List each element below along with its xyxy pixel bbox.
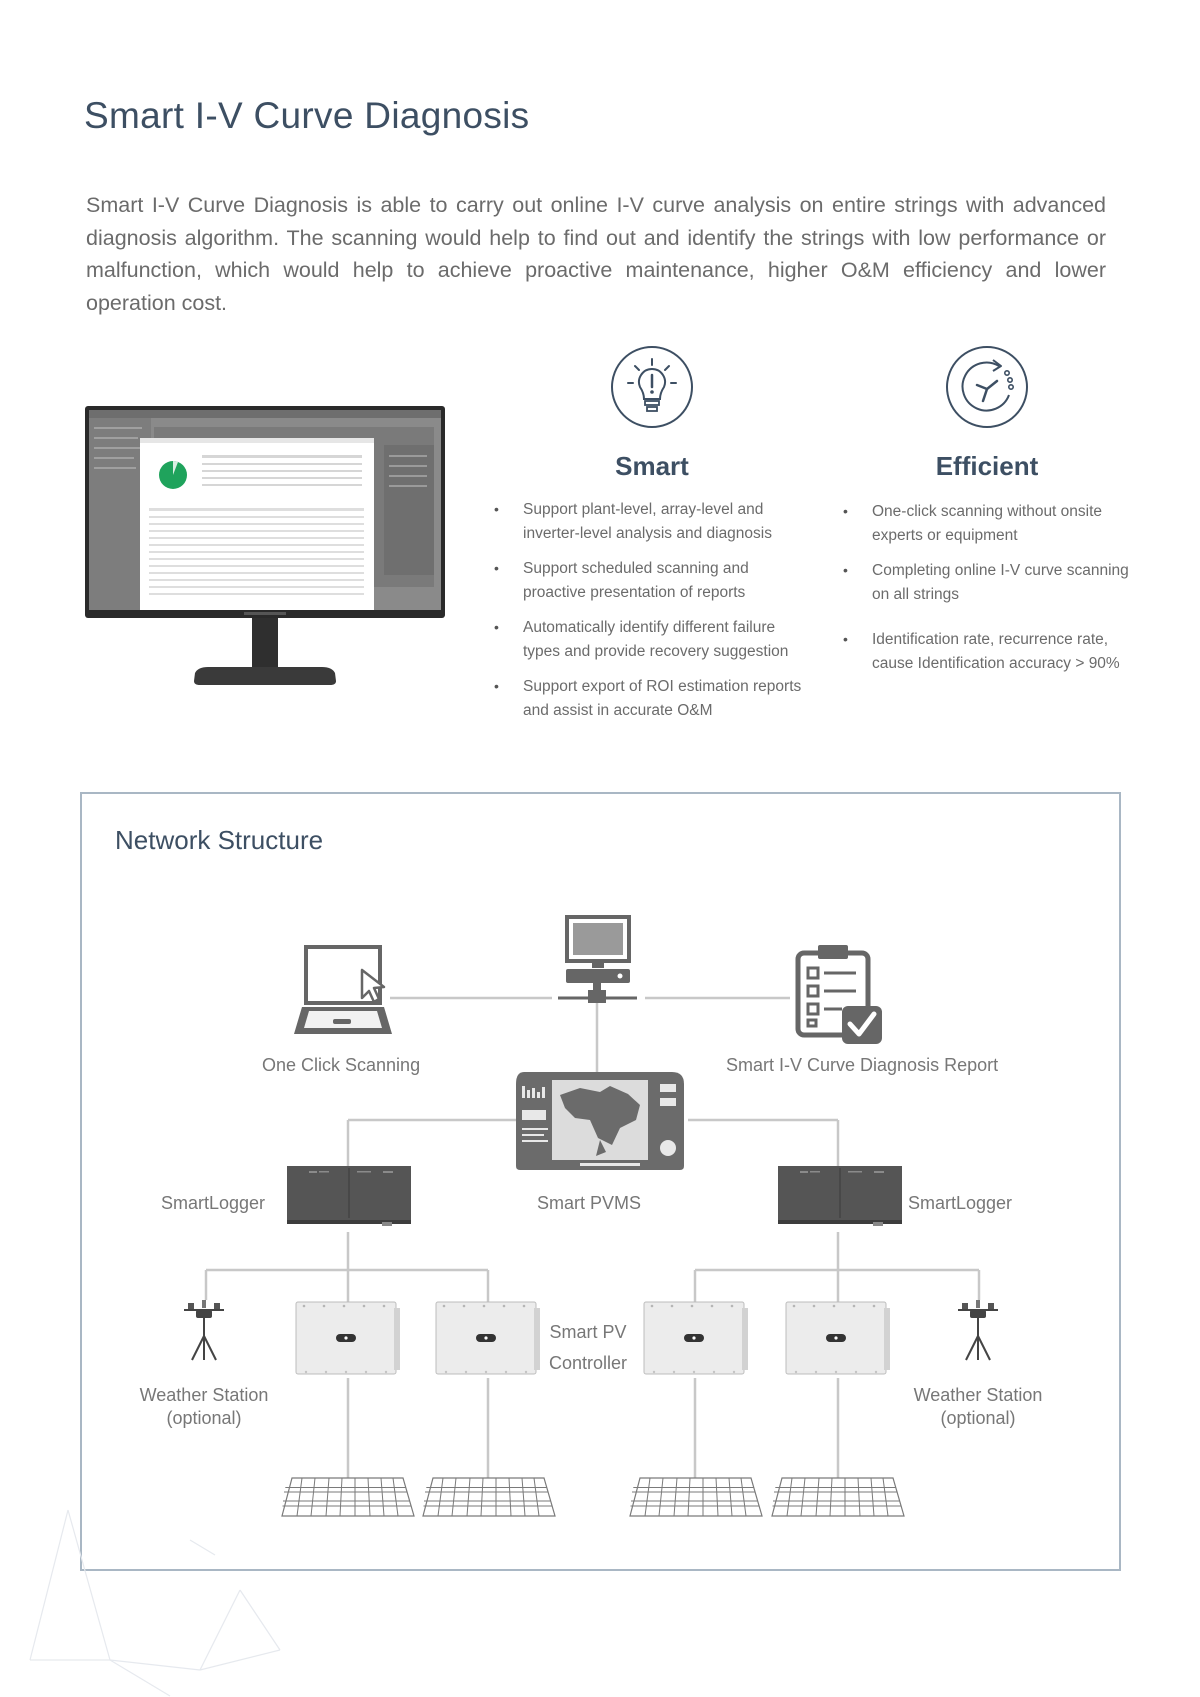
page-title: Smart I-V Curve Diagnosis bbox=[84, 95, 530, 136]
monitor-screenshot-illustration bbox=[85, 406, 445, 685]
label-diagnosis-report: Smart I-V Curve Diagnosis Report bbox=[726, 1055, 999, 1075]
label-smart-pv-controller: Smart PV Controller bbox=[540, 1322, 636, 1374]
efficient-feature-title: Efficient bbox=[935, 451, 1039, 481]
pvms-dashboard-icon bbox=[516, 1072, 684, 1170]
solar-panel-icon bbox=[629, 1477, 763, 1517]
label-line: (optional) bbox=[166, 1408, 242, 1428]
label-line: Weather Station bbox=[913, 1385, 1043, 1405]
lightbulb-exclamation-icon bbox=[611, 346, 693, 428]
inverter-icon bbox=[295, 1301, 401, 1375]
smartlogger-right-icon bbox=[777, 1165, 903, 1227]
smartlogger-left-icon bbox=[286, 1165, 412, 1227]
label-weather-station-right: Weather Station (optional) bbox=[898, 1384, 1058, 1430]
solar-panel-icon bbox=[281, 1477, 415, 1517]
label-line: (optional) bbox=[940, 1408, 1016, 1428]
stopwatch-refresh-icon bbox=[946, 346, 1028, 428]
label-line: Controller bbox=[548, 1353, 628, 1373]
label-line: Smart PV bbox=[549, 1322, 627, 1342]
label-smartlogger-left: SmartLogger bbox=[161, 1193, 266, 1213]
list-item: One-click scanning without onsite expert… bbox=[843, 500, 1133, 547]
list-item: Automatically identify different failure… bbox=[494, 616, 814, 663]
label-one-click-scanning: One Click Scanning bbox=[262, 1055, 421, 1075]
solar-panel-icon bbox=[771, 1477, 905, 1517]
list-item: Support export of ROI estimation reports… bbox=[494, 675, 814, 722]
list-item: Support scheduled scanning and proactive… bbox=[494, 557, 814, 604]
label-smartlogger-right: SmartLogger bbox=[908, 1193, 1013, 1213]
weather-station-icon bbox=[957, 1299, 999, 1361]
smart-feature-title: Smart bbox=[615, 451, 689, 481]
intro-paragraph: Smart I-V Curve Diagnosis is able to car… bbox=[86, 193, 1106, 315]
network-structure-title: Network Structure bbox=[115, 825, 324, 855]
desktop-computer-icon bbox=[558, 915, 637, 1003]
network-structure-frame bbox=[80, 792, 1121, 1571]
efficient-feature-list: One-click scanning without onsite expert… bbox=[843, 500, 1133, 675]
label-smart-pvms: Smart PVMS bbox=[537, 1193, 642, 1213]
list-item: Support plant-level, array-level and inv… bbox=[494, 498, 814, 545]
list-item: Completing online I-V curve scanning on … bbox=[843, 559, 1133, 606]
weather-station-icon bbox=[183, 1299, 225, 1361]
decorative-lines bbox=[29, 1509, 281, 1697]
label-line: Weather Station bbox=[139, 1385, 269, 1405]
laptop-icon bbox=[294, 945, 392, 1034]
checklist-report-icon bbox=[795, 945, 882, 1044]
list-item: Identification rate, recurrence rate, ca… bbox=[843, 628, 1133, 675]
solar-panel-icon bbox=[422, 1477, 556, 1517]
inverter-icon bbox=[435, 1301, 541, 1375]
inverter-icon bbox=[785, 1301, 891, 1375]
smart-feature-list: Support plant-level, array-level and inv… bbox=[494, 498, 814, 722]
inverter-icon bbox=[643, 1301, 749, 1375]
label-weather-station-left: Weather Station (optional) bbox=[124, 1384, 284, 1430]
